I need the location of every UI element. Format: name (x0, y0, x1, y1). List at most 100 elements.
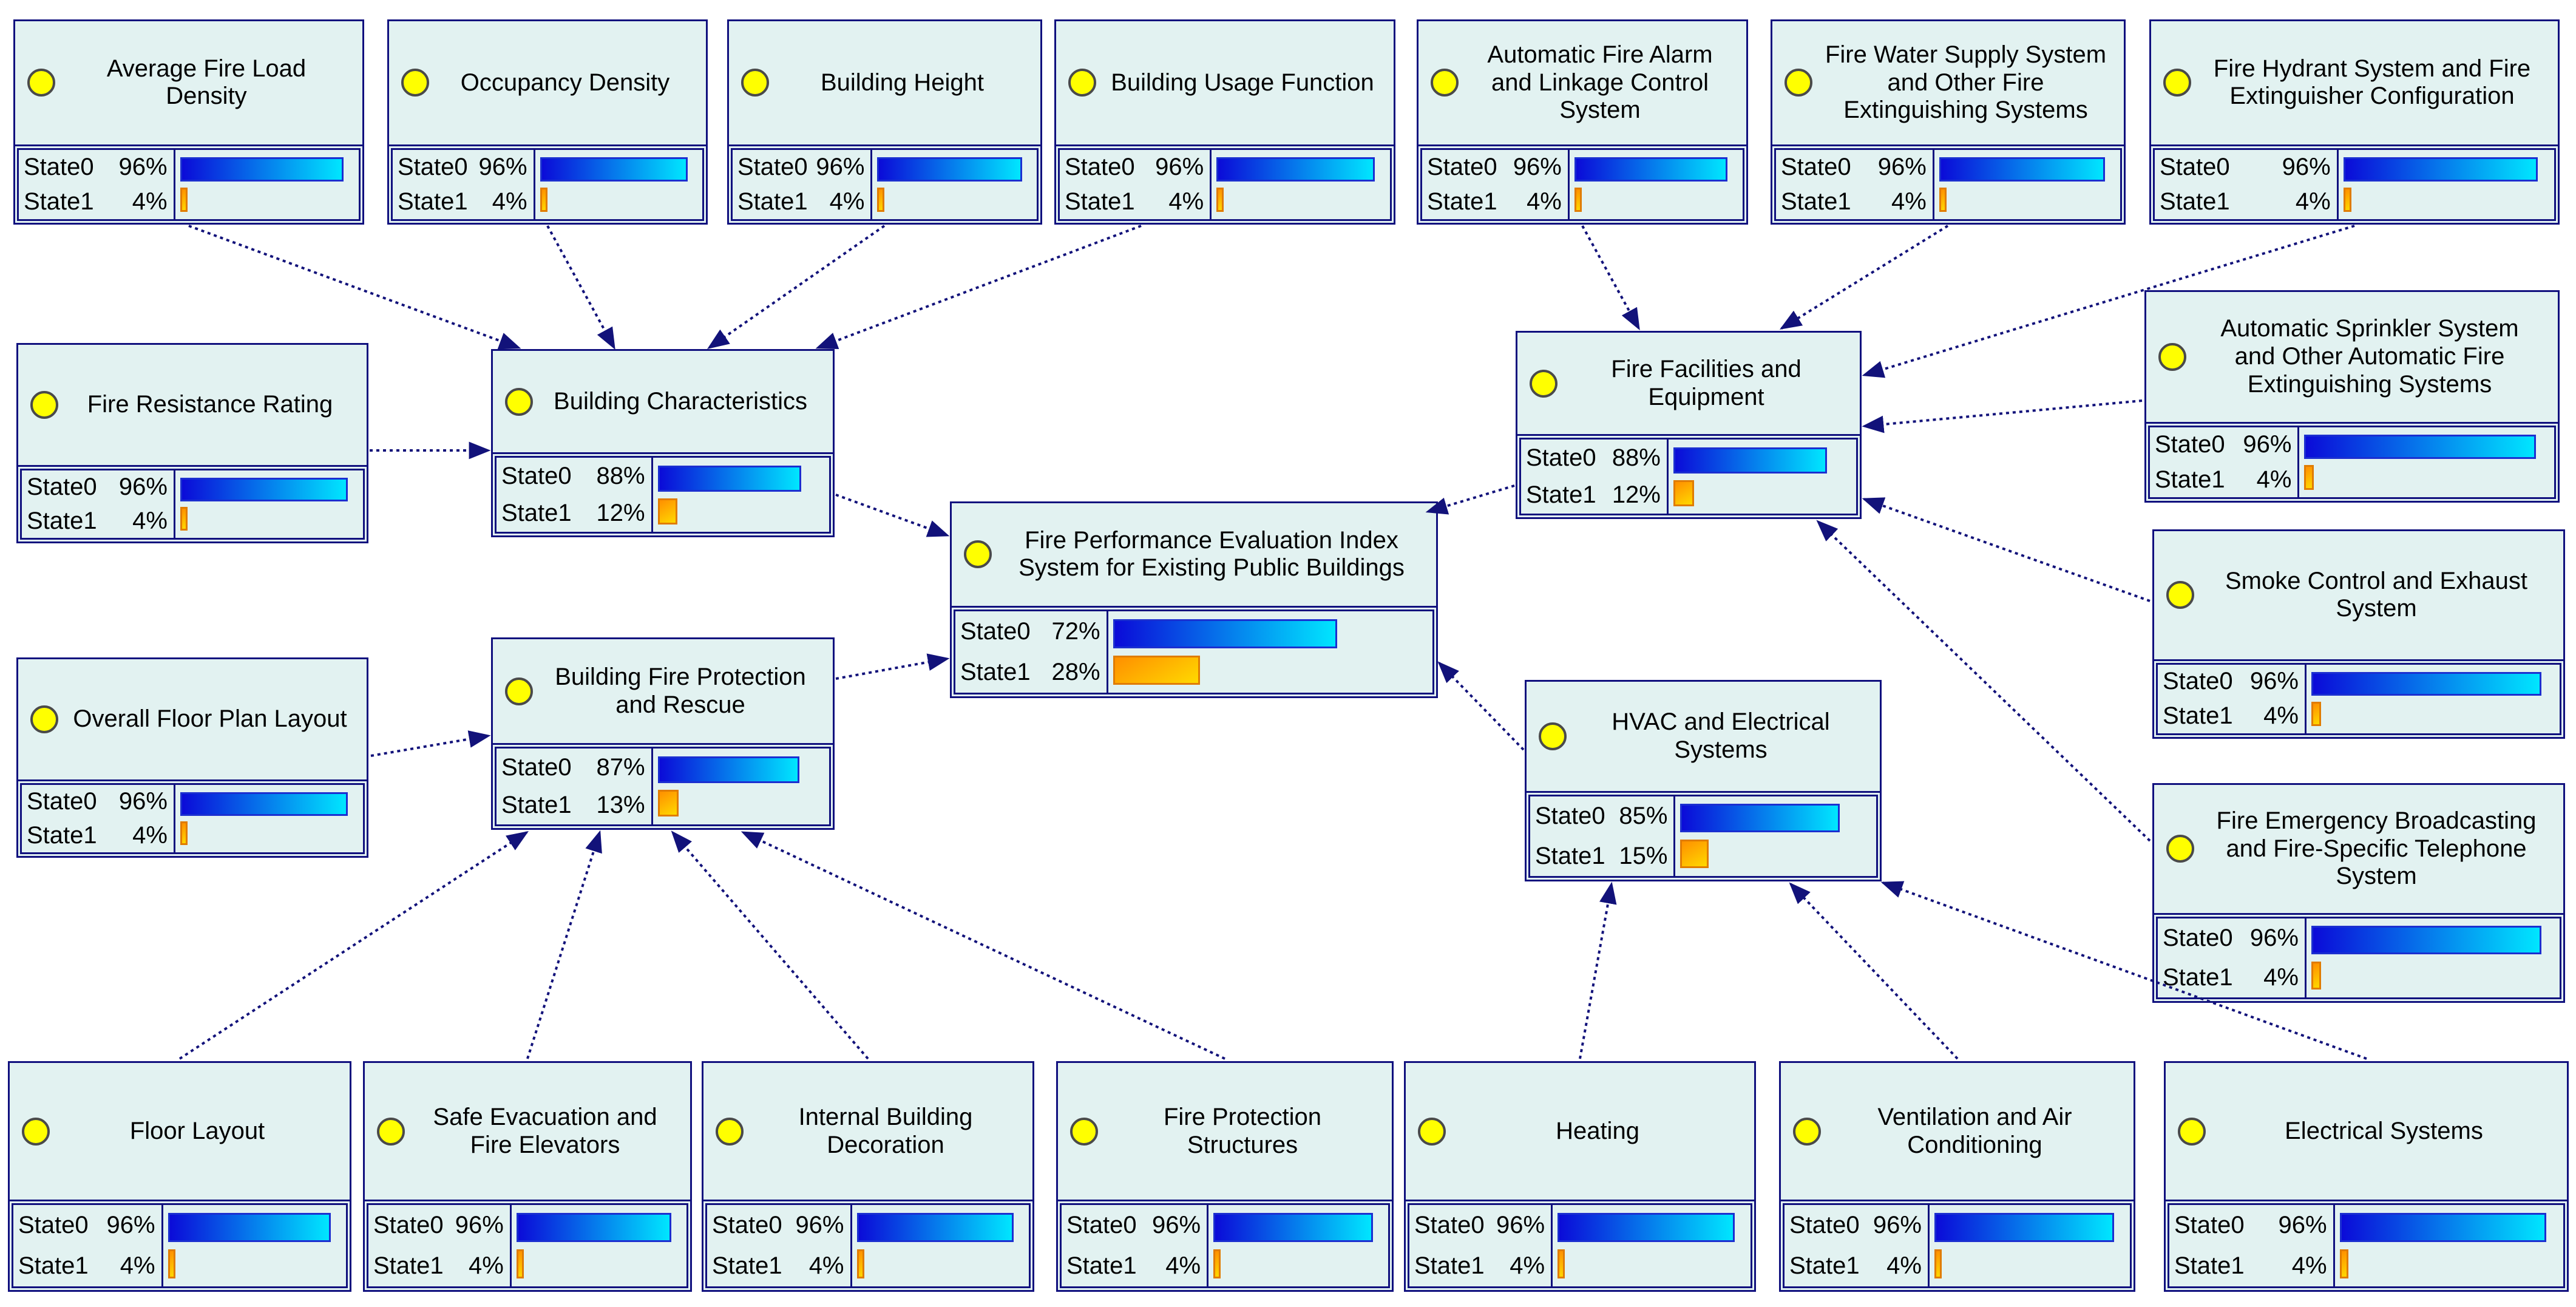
state-bar-row (2343, 154, 2546, 185)
node-label: HVAC and Electrical Systems (1612, 708, 1830, 763)
state-bars-column (2299, 427, 2554, 497)
edge-heating-hvac_electrical (1579, 881, 1617, 1059)
bn-node-sprinkler[interactable]: Automatic Sprinkler System and Other Aut… (2144, 290, 2560, 503)
node-title-area: Occupancy Density (389, 21, 706, 146)
bn-node-central_index[interactable]: Fire Performance Evaluation Index System… (950, 501, 1438, 698)
state-bars-column (653, 749, 829, 824)
node-title-area: Building Height (729, 21, 1040, 146)
node-title-area: Fire Performance Evaluation Index System… (952, 503, 1436, 608)
edge-building_height-building_characteristics (707, 225, 886, 350)
state-probability: 96% (2243, 431, 2292, 458)
state-probability: 4% (132, 507, 168, 534)
state0-probability-bar (1557, 1213, 1735, 1243)
node-status-circle-icon (2158, 342, 2186, 371)
edge-auto_fire_alarm-fire_facilities (1581, 225, 1640, 331)
state-probability: 96% (1873, 1212, 1922, 1239)
state-bar-row (540, 154, 694, 185)
node-status-circle-icon (1785, 69, 1812, 97)
node-label: Automatic Sprinkler System and Other Aut… (2220, 315, 2519, 398)
node-status-circle-icon (2166, 581, 2194, 609)
state-bar-row (1213, 1246, 1380, 1282)
state-probability: 96% (118, 788, 168, 815)
node-label: Average Fire Load Density (106, 55, 307, 110)
state1-probability-bar (540, 187, 547, 212)
state0-probability-bar (657, 756, 800, 784)
state-probability: 96% (816, 153, 865, 180)
node-label: Smoke Control and Exhaust System (2225, 567, 2528, 622)
state0-probability-bar (2311, 671, 2542, 696)
bn-node-fire_water_supply[interactable]: Fire Water Supply System and Other Fire … (1771, 19, 2126, 225)
state1-probability-bar (877, 187, 885, 212)
edge-sprinkler-fire_facilities (1862, 399, 2143, 433)
state-probability: 4% (2263, 702, 2299, 730)
edge-fire_protection_structures-building_fire_protection (741, 831, 1225, 1060)
node-label: Fire Emergency Broadcasting and Fire-Spe… (2216, 807, 2537, 890)
state1-probability-bar (856, 1249, 864, 1278)
node-label: Building Characteristics (554, 387, 807, 415)
bn-node-fire_emergency[interactable]: Fire Emergency Broadcasting and Fire-Spe… (2152, 783, 2565, 1003)
state1-probability-bar (1934, 1249, 1942, 1278)
bn-node-fire_hydrant[interactable]: Fire Hydrant System and Fire Extinguishe… (2149, 19, 2560, 225)
state-probability: 4% (132, 821, 168, 849)
state-probability: 15% (1619, 842, 1668, 869)
state-bar-row (180, 185, 350, 215)
state-bars-column (1553, 1205, 1751, 1286)
state-name: State0 (712, 1212, 782, 1239)
node-status-circle-icon (1530, 369, 1557, 398)
edge-overall_floor_plan-building_fire_protection (370, 730, 491, 757)
node-title-area: HVAC and Electrical Systems (1527, 682, 1880, 793)
state-bars-column (872, 150, 1037, 219)
state-bar-row (877, 154, 1028, 185)
bn-node-auto_fire_alarm[interactable]: Automatic Fire Alarm and Linkage Control… (1417, 19, 1748, 225)
state-bars-column (2307, 918, 2560, 997)
state-probability: 96% (795, 1212, 844, 1239)
state-bar-row (657, 787, 821, 820)
state-probability: 96% (2278, 1212, 2327, 1239)
state-bar-row (1939, 154, 2112, 185)
state0-probability-bar (856, 1213, 1014, 1243)
state-bar-row (1213, 1209, 1380, 1246)
state-probability: 96% (1152, 1212, 1201, 1239)
state0-probability-bar (2339, 1213, 2546, 1243)
state-bars-column (175, 470, 363, 538)
node-label: Fire Protection Structures (1163, 1103, 1322, 1158)
node-status-circle-icon (505, 677, 533, 705)
state0-probability-bar (877, 157, 1023, 182)
